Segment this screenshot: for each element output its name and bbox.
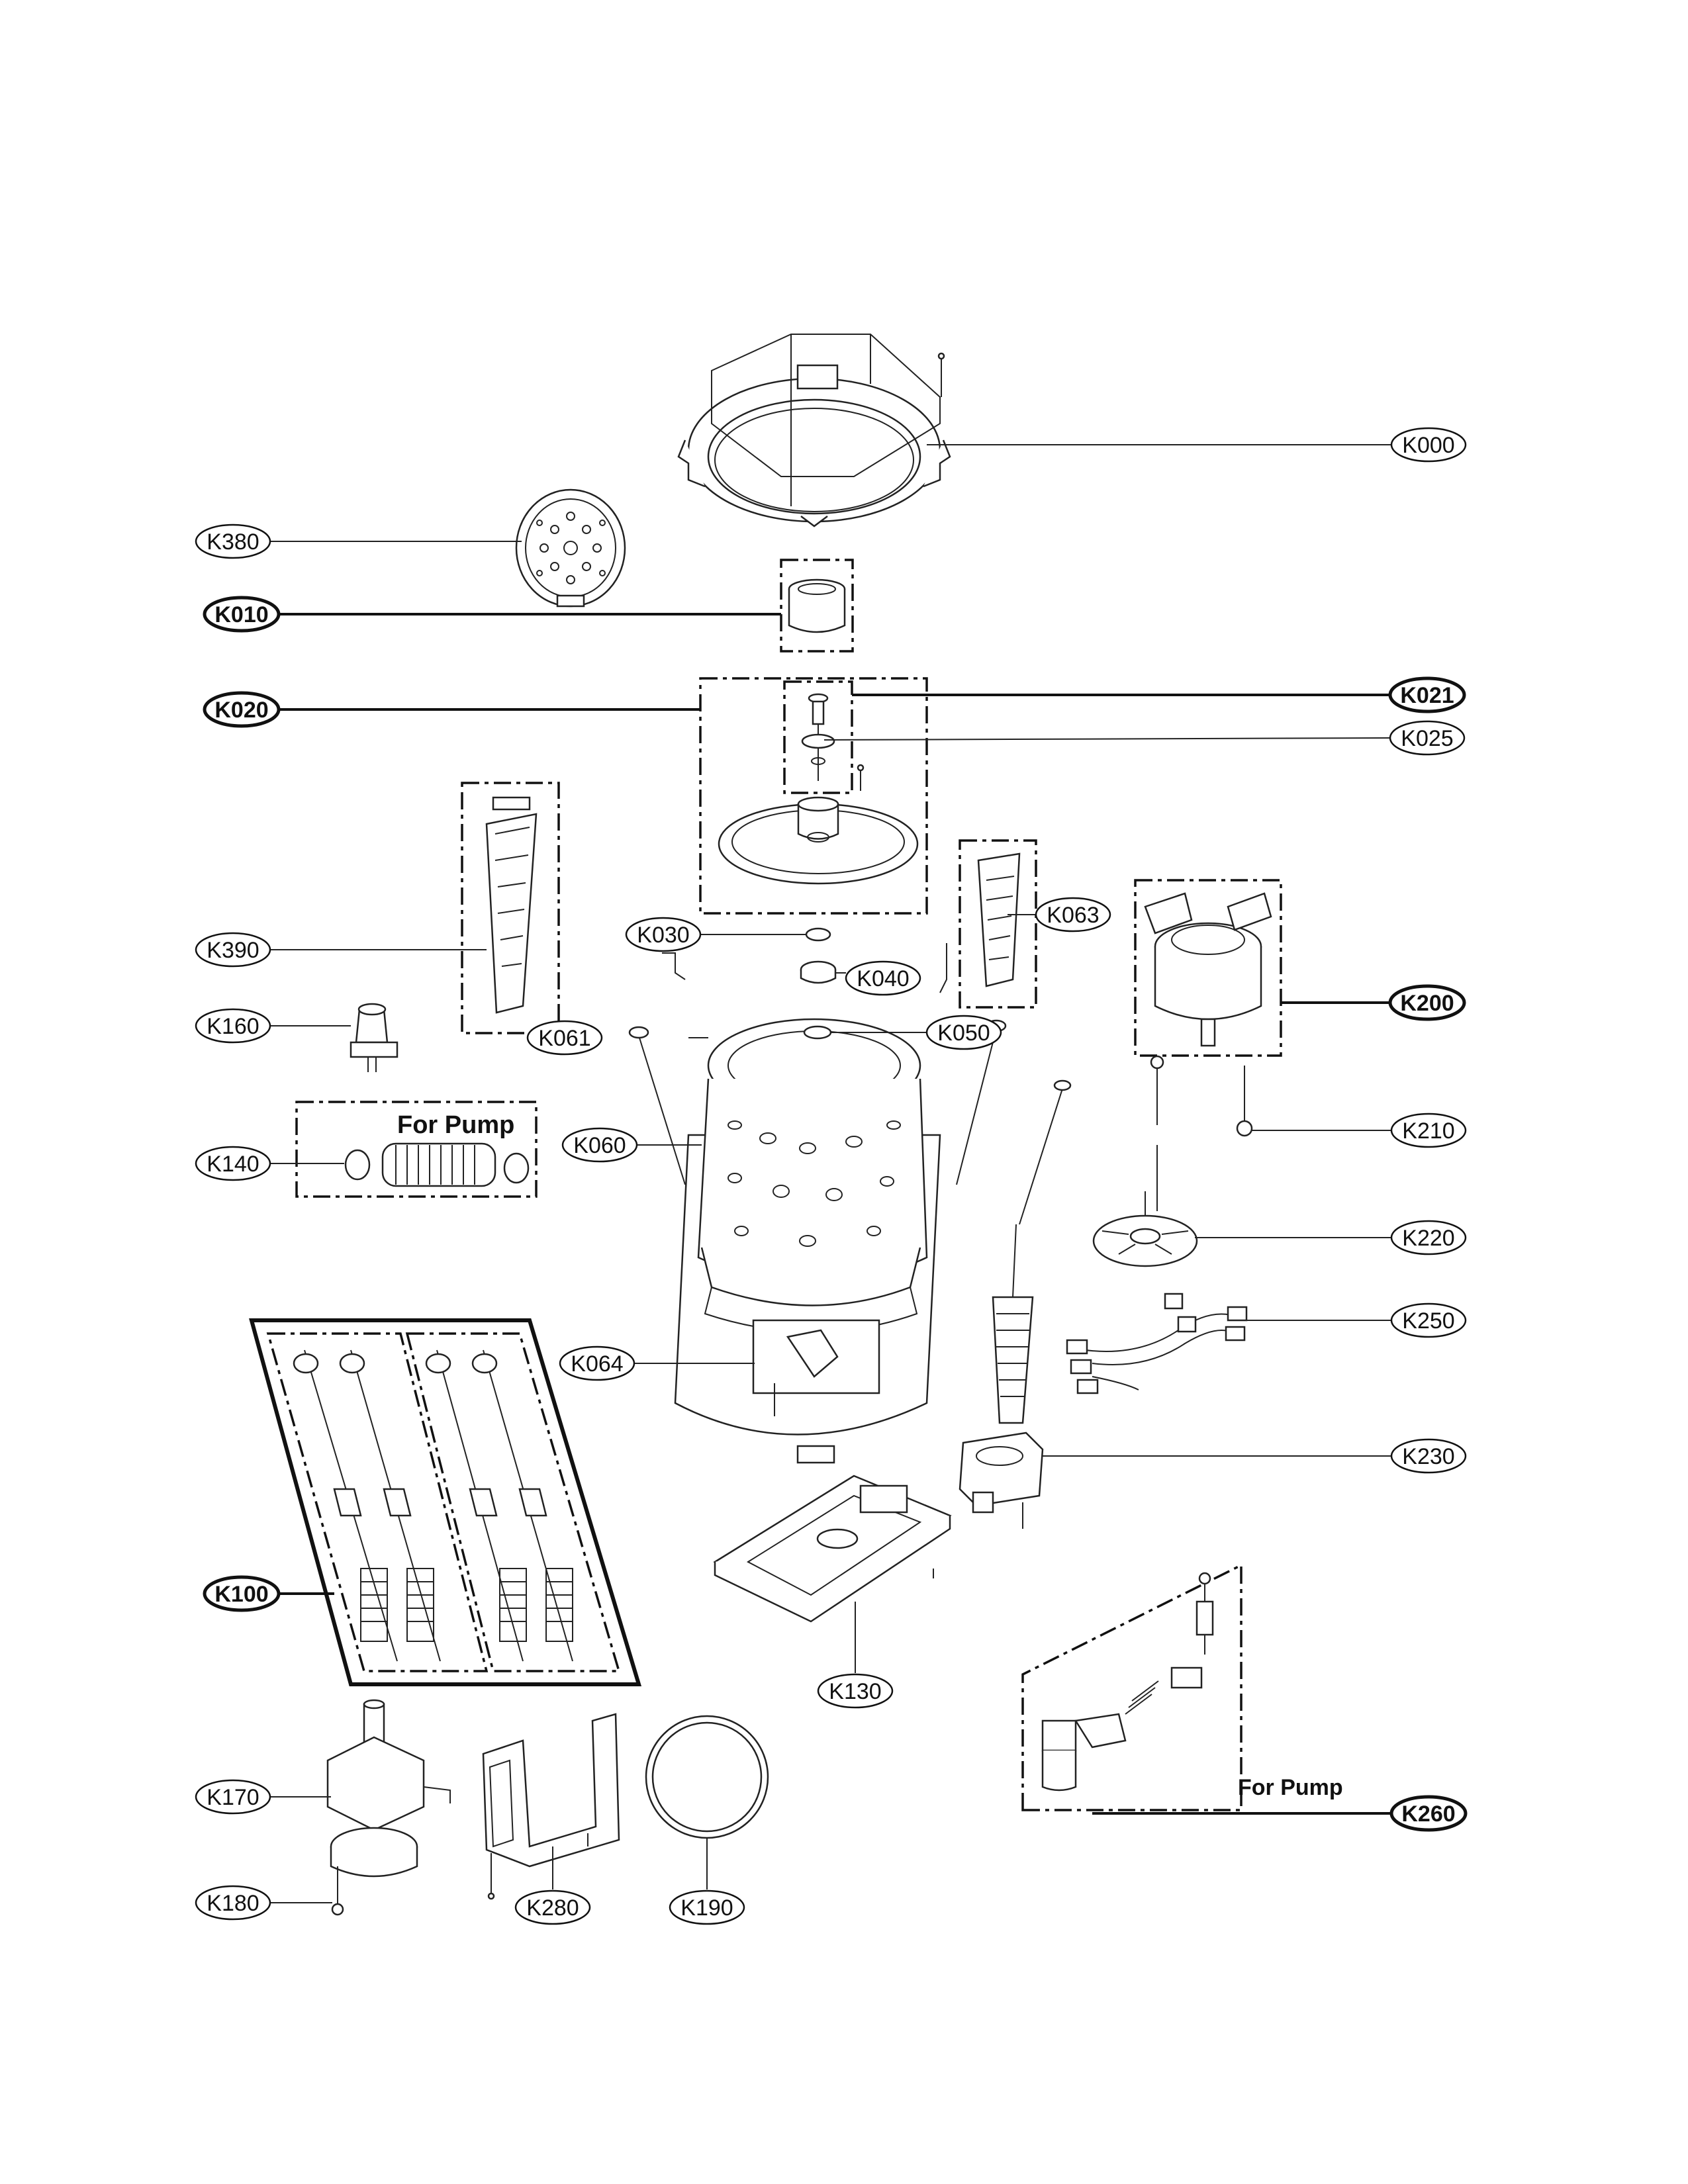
svg-text:K040: K040 — [857, 966, 909, 991]
suspension-set-part — [249, 1318, 642, 1686]
svg-text:K170: K170 — [207, 1785, 259, 1810]
label-k063[interactable]: K063 — [1035, 897, 1111, 933]
svg-text:K030: K030 — [637, 923, 689, 948]
washer-part — [805, 927, 831, 942]
svg-text:K025: K025 — [1401, 726, 1453, 751]
svg-text:K100: K100 — [214, 1582, 268, 1607]
svg-text:K260: K260 — [1401, 1801, 1455, 1827]
svg-text:K064: K064 — [571, 1351, 623, 1377]
motor-bolts-part — [1150, 1055, 1253, 1137]
label-k180[interactable]: K180 — [195, 1885, 271, 1921]
svg-text:K220: K220 — [1402, 1226, 1454, 1251]
base-frame-part — [713, 1475, 952, 1623]
svg-text:K020: K020 — [214, 698, 268, 723]
label-k061[interactable]: K061 — [526, 1020, 603, 1056]
label-k200[interactable]: K200 — [1388, 984, 1466, 1021]
drive-belt-part — [645, 1715, 769, 1839]
svg-text:K230: K230 — [1402, 1444, 1454, 1469]
svg-text:K210: K210 — [1402, 1118, 1454, 1144]
label-k040[interactable]: K040 — [845, 960, 921, 996]
svg-text:K180: K180 — [207, 1891, 259, 1916]
svg-text:K000: K000 — [1402, 433, 1454, 458]
clutch-nut-part — [800, 960, 837, 984]
label-k060[interactable]: K060 — [561, 1127, 638, 1163]
label-k170[interactable]: K170 — [195, 1779, 271, 1815]
svg-text:K200: K200 — [1400, 991, 1454, 1016]
pump-hose-note: For Pump — [397, 1111, 514, 1139]
tub-cover-pocket-part — [959, 839, 1037, 1009]
agitator-cap-part — [780, 559, 854, 653]
svg-text:K130: K130 — [829, 1679, 881, 1704]
label-k250[interactable]: K250 — [1390, 1302, 1467, 1338]
pump-kit-note: For Pump — [1238, 1775, 1343, 1800]
tub-cover-part — [677, 334, 951, 527]
label-k050[interactable]: K050 — [925, 1015, 1002, 1050]
label-k025[interactable]: K025 — [1389, 720, 1466, 756]
pressure-switch-part — [350, 1003, 399, 1072]
svg-text:K010: K010 — [214, 602, 268, 627]
pump-hose-part — [295, 1101, 538, 1198]
label-k260[interactable]: K260 — [1389, 1795, 1468, 1832]
cooling-fan-part — [1092, 1145, 1198, 1267]
outer-tub-part — [674, 1018, 941, 1464]
label-k064[interactable]: K064 — [559, 1345, 635, 1381]
label-k000[interactable]: K000 — [1390, 427, 1467, 463]
svg-text:K140: K140 — [207, 1152, 259, 1177]
wire-harness-part — [1066, 1293, 1248, 1394]
label-k390[interactable]: K390 — [195, 932, 271, 968]
svg-text:K050: K050 — [937, 1021, 990, 1046]
drive-motor-part — [1134, 879, 1282, 1057]
label-k010[interactable]: K010 — [203, 596, 281, 633]
pump-kit-part — [1021, 1563, 1243, 1811]
svg-text:K063: K063 — [1047, 903, 1099, 928]
label-k190[interactable]: K190 — [669, 1889, 745, 1925]
svg-text:K190: K190 — [680, 1895, 733, 1921]
balancer-part — [461, 782, 560, 1034]
svg-text:K061: K061 — [538, 1026, 590, 1051]
svg-text:K160: K160 — [207, 1014, 259, 1039]
drain-pump-part — [959, 1432, 1044, 1529]
label-k030[interactable]: K030 — [625, 917, 702, 952]
svg-text:K021: K021 — [1400, 683, 1454, 708]
svg-text:K060: K060 — [573, 1133, 626, 1158]
screw-part — [331, 1866, 344, 1916]
label-k220[interactable]: K220 — [1390, 1220, 1467, 1255]
svg-text:K280: K280 — [526, 1895, 579, 1921]
label-k130[interactable]: K130 — [817, 1673, 894, 1709]
svg-text:K390: K390 — [207, 938, 259, 963]
label-k380[interactable]: K380 — [195, 523, 271, 559]
label-k280[interactable]: K280 — [514, 1889, 591, 1925]
label-k021[interactable]: K021 — [1388, 676, 1466, 713]
label-k160[interactable]: K160 — [195, 1008, 271, 1044]
lint-filter-part — [515, 488, 626, 608]
svg-text:K250: K250 — [1402, 1308, 1454, 1334]
svg-text:K380: K380 — [207, 529, 259, 555]
clutch-assembly-part — [326, 1699, 451, 1878]
label-k140[interactable]: K140 — [195, 1146, 271, 1181]
front-suspension-rods-part — [628, 1019, 1072, 1424]
mounting-bracket-part — [482, 1713, 620, 1900]
label-k100[interactable]: K100 — [203, 1575, 281, 1612]
label-k020[interactable]: K020 — [203, 691, 281, 728]
pulsator-assembly-part — [699, 677, 928, 915]
leader-lines — [270, 444, 1391, 1903]
label-k230[interactable]: K230 — [1390, 1438, 1467, 1474]
label-k210[interactable]: K210 — [1390, 1113, 1467, 1148]
